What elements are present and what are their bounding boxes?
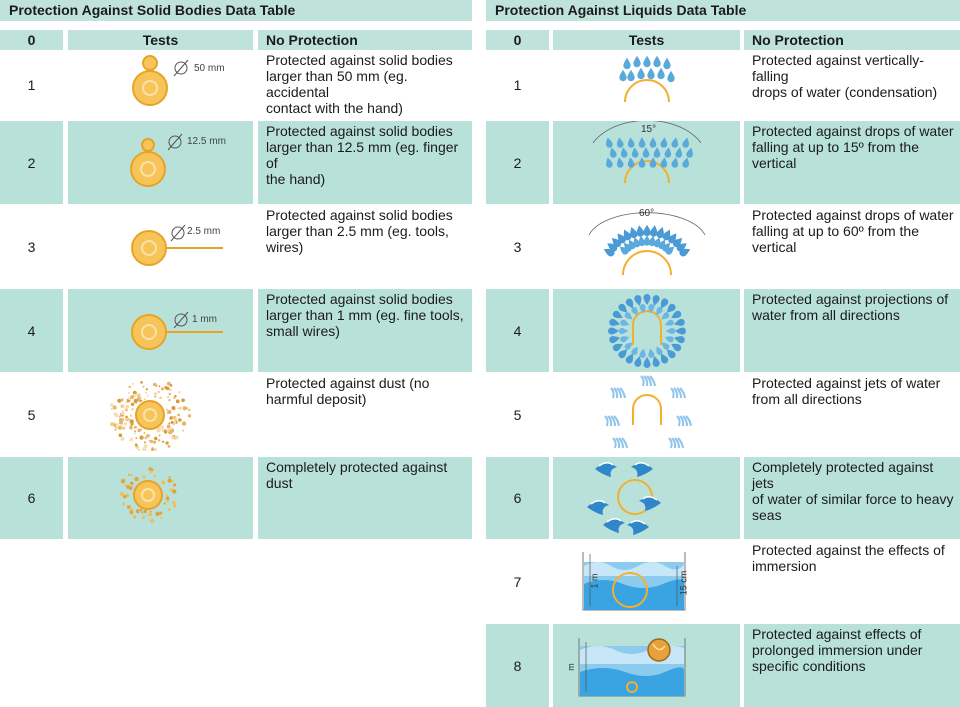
solid-2-5mm-icon: 2.5 mm [68, 205, 253, 288]
solid-row-4-number: 4 [0, 289, 63, 372]
solid-table-title: Protection Against Solid Bodies Data Tab… [0, 0, 472, 21]
liquid-row-1-number: 1 [513, 77, 522, 93]
liquid-row-7-number: 7 [513, 573, 522, 590]
vertical-drops-icon [553, 50, 740, 120]
dust-tight-icon [68, 457, 253, 539]
angle-60-label: 60° [639, 208, 655, 219]
immersion-icon: 1 m 15 cm [553, 540, 740, 623]
prolonged-immersion-icon: m [553, 624, 740, 707]
solid-1mm-icon: 1 mm [68, 289, 253, 372]
solid-row-6-number: 6 [0, 457, 63, 539]
immersion-1m-label: 1 m [589, 573, 600, 589]
liquid-table-title: Protection Against Liquids Data Table [486, 0, 960, 21]
solid-50mm-label: 50 mm [194, 63, 225, 74]
drops-60deg-icon: 60° [553, 205, 740, 288]
liquid-header-index: 0 [486, 30, 549, 50]
solid-row-2-number: 2 [0, 121, 63, 204]
prolonged-immersion-label: m [565, 663, 576, 671]
solid-2-5mm-label: 2.5 mm [187, 226, 221, 237]
solid-row-1-number: 1 [27, 77, 36, 93]
solid-row-3-number: 3 [27, 238, 36, 255]
jets-all-directions-icon [553, 373, 740, 456]
splash-all-directions-icon [553, 289, 740, 372]
drops-15deg-icon: 15° [553, 121, 740, 204]
solid-50mm-icon: 50 mm [68, 50, 253, 120]
liquid-row-6-number: 6 [486, 457, 549, 539]
liquid-row-3-number: 3 [513, 238, 522, 255]
solid-1mm-label: 1 mm [192, 314, 217, 325]
liquid-header-tests: Tests [553, 30, 740, 50]
liquid-header-description: No Protection [744, 30, 960, 50]
immersion-15cm-label: 15 cm [678, 570, 689, 596]
liquid-row-5-number: 5 [513, 406, 522, 423]
liquid-row-2-number: 2 [486, 121, 549, 204]
solid-header-index: 0 [0, 30, 63, 50]
liquid-row-4-number: 4 [486, 289, 549, 372]
solid-row-5-number: 5 [27, 406, 36, 423]
solid-header-description: No Protection [258, 30, 472, 50]
solid-header-tests: Tests [68, 30, 253, 50]
solid-12-5mm-label: 12.5 mm [187, 136, 226, 147]
solid-12-5mm-icon: 12.5 mm [68, 121, 253, 204]
dust-protected-icon [68, 373, 253, 456]
heavy-seas-icon [553, 457, 740, 539]
angle-15-label: 15° [641, 124, 657, 135]
liquid-row-8-number: 8 [486, 624, 549, 707]
